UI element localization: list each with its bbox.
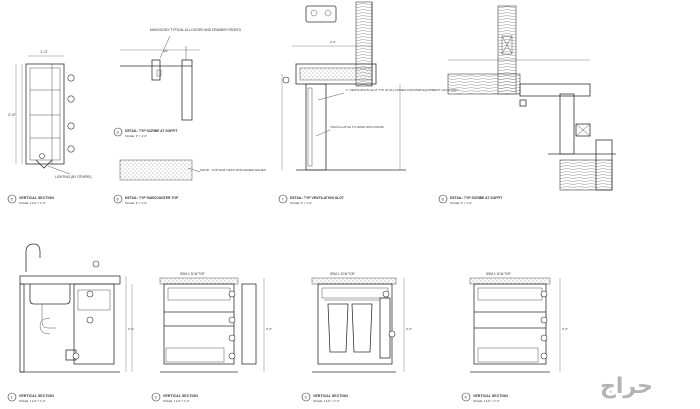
detail-section-drawer-base: SSM-1 3CM TOP 3'-0" 2 VERTICAL SECTION S… xyxy=(151,272,272,403)
dim-reveal: 3/4" xyxy=(163,49,168,53)
svg-text:SCALE: 1 1/2" = 1'-0": SCALE: 1 1/2" = 1'-0" xyxy=(313,399,340,403)
push-note: TOUCH LATCH TO OPEN WITH DOOR xyxy=(330,125,384,129)
detail-number-bubble xyxy=(301,392,311,402)
svg-text:2: 2 xyxy=(155,395,158,400)
detail-number-bubble xyxy=(7,194,17,204)
callout-bubble xyxy=(67,95,75,103)
callout-bubble xyxy=(228,290,236,298)
waste-bin xyxy=(327,303,349,353)
detail-section-base-cabinet: SSM-1 3CM TOP 3'-0" 4 VERTICAL SECTION S… xyxy=(461,272,568,403)
dim-width: 1'-0" xyxy=(40,49,49,54)
svg-text:4: 4 xyxy=(465,395,468,400)
svg-text:SCALE: 1 1/2" = 1'-0": SCALE: 1 1/2" = 1'-0" xyxy=(473,399,500,403)
detail-scribe-soffit-large: 8 DETAIL: TYP SCRIBE AT SOFFIT SCALE: 3"… xyxy=(438,5,616,205)
top-note: SSM-1 3CM TOP xyxy=(486,272,511,276)
svg-text:SCALE: 1 1/2" = 1'-0": SCALE: 1 1/2" = 1'-0" xyxy=(19,399,46,403)
faucet xyxy=(25,243,41,272)
svg-text:6: 6 xyxy=(117,130,120,135)
detail-number-bubble xyxy=(151,392,161,402)
detail-vertical-section-upper: 1'-0" 2'-6" LIGHTING (BY OTHERS) 5 VERTI… xyxy=(7,49,91,205)
stone-top xyxy=(159,277,239,285)
detail-number-bubble xyxy=(461,392,471,402)
callout-bubble xyxy=(228,334,236,342)
detail-number-bubble xyxy=(113,194,123,204)
detail-title: DETAIL: TYP SCRIBE AT SOFFIT xyxy=(450,196,503,200)
detail-title: DETAIL: TYP SCRIBE AT SOFFIT xyxy=(125,129,178,133)
svg-text:SCALE: 1 1/2" = 1'-0": SCALE: 1 1/2" = 1'-0" xyxy=(163,399,190,403)
stone-top xyxy=(311,277,397,285)
detail-number-bubble xyxy=(278,194,288,204)
detail-title: VERTICAL SECTION xyxy=(19,196,54,200)
callout-bubble xyxy=(282,76,290,84)
svg-text:8: 8 xyxy=(442,197,445,202)
callout-bubble xyxy=(382,290,390,298)
vent-note: 1" VENTILATION SLOT TYP AT ALL UNDER-COU… xyxy=(346,88,458,92)
svg-text:SCALE: 3" = 1'-0": SCALE: 3" = 1'-0" xyxy=(450,201,472,205)
svg-text:3'-0": 3'-0" xyxy=(128,327,134,331)
detail-title: VERTICAL SECTION xyxy=(473,394,508,398)
dim-height: 2'-6" xyxy=(8,112,17,117)
detail-number-bubble xyxy=(7,392,17,402)
callout-bubble xyxy=(540,316,548,324)
detail-section-sink-base: 3'-0" 1 VERTICAL SECTION SCALE: 1 1/2" =… xyxy=(7,243,134,403)
svg-text:SCALE: 3" = 1'-0": SCALE: 3" = 1'-0" xyxy=(290,201,312,205)
callout-bubble xyxy=(67,74,75,82)
waste-bin xyxy=(351,303,373,353)
callout-bubble xyxy=(67,122,75,130)
detail-title: VERTICAL SECTION xyxy=(313,394,348,398)
callout-bubble xyxy=(92,260,100,268)
detail-title: VERTICAL SECTION xyxy=(163,394,198,398)
detail-scale: SCALE: 3" = 1'-0" xyxy=(125,134,147,138)
svg-text:6: 6 xyxy=(117,197,120,202)
detail-title: DETAIL: TYP VENTILATION SLOT xyxy=(290,196,345,200)
top-note: SSM-1 3CM TOP xyxy=(330,272,355,276)
svg-text:3'-0": 3'-0" xyxy=(406,327,412,331)
callout-bubble xyxy=(540,352,548,360)
countertop-note: SOLID - TOP SCM THICK WITH EASED EDGES xyxy=(200,168,266,172)
detail-section-trash-pullout: SSM-1 3CM TOP 3'-0" 3 VERTICAL SECTION S… xyxy=(301,272,412,403)
callout-bubble xyxy=(228,352,236,360)
top-note: SSM-1 3CM TOP xyxy=(180,272,205,276)
callout-bubble xyxy=(228,316,236,324)
svg-text:2'-0": 2'-0" xyxy=(330,40,336,44)
detail-number-bubble xyxy=(113,127,123,137)
hinge-hardware xyxy=(305,5,337,23)
svg-text:3'-0": 3'-0" xyxy=(562,327,568,331)
detail-scale: SCALE: 1 1/2" = 1'-0" xyxy=(19,201,46,205)
material-note: MAHOGONY TYPICAL ALL DOORS AND DRAWER FR… xyxy=(150,28,242,32)
callout-bubble xyxy=(540,334,548,342)
svg-text:3'-0": 3'-0" xyxy=(266,327,272,331)
lighting-note: LIGHTING (BY OTHERS) xyxy=(55,175,91,179)
detail-scribe-soffit: MAHOGONY TYPICAL ALL DOORS AND DRAWER FR… xyxy=(113,28,266,205)
detail-ventilation-slot: 2'-0" 1" VENTILATION SLOT TYP AT ALL UND… xyxy=(278,1,458,205)
callout-bubble xyxy=(86,290,94,298)
callout-bubble xyxy=(388,330,396,338)
svg-text:1: 1 xyxy=(11,395,14,400)
watermark-logo: حراج xyxy=(600,374,653,399)
stone-countertop-section xyxy=(119,159,193,181)
detail-number-bubble xyxy=(438,194,448,204)
svg-text:3: 3 xyxy=(305,395,308,400)
callout-bubble xyxy=(86,316,94,324)
detail-subtitle: DETAIL: TYP SUBCOUNTER TOP xyxy=(125,196,179,200)
callout-bubble xyxy=(67,145,75,153)
svg-text:SCALE: 3" = 1'-0": SCALE: 3" = 1'-0" xyxy=(125,201,147,205)
callout-bubble xyxy=(72,352,80,360)
svg-text:5: 5 xyxy=(11,197,14,202)
callout-bubble xyxy=(540,290,548,298)
stone-top xyxy=(469,277,551,285)
svg-text:7: 7 xyxy=(282,197,285,202)
detail-title: VERTICAL SECTION xyxy=(19,394,54,398)
